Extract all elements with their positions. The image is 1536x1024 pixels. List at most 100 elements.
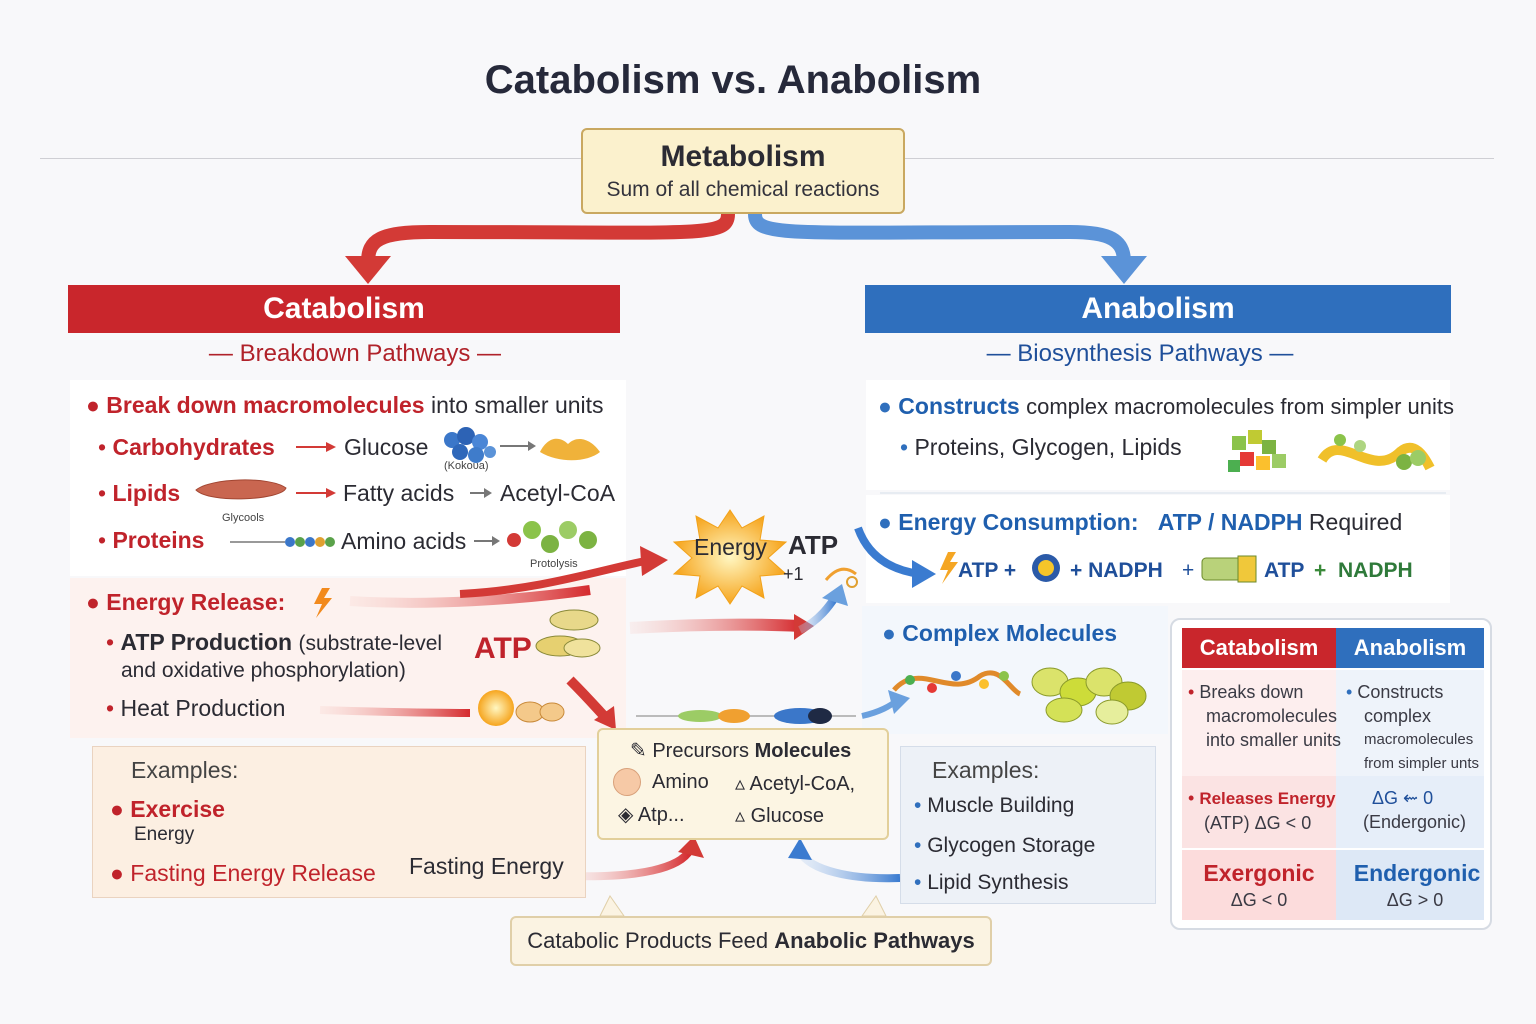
example-glycogen-text: Glycogen Storage bbox=[927, 834, 1096, 857]
glycogen-chain-icon bbox=[1317, 434, 1435, 471]
atp-production-row: • ATP Production (substrate-level bbox=[106, 629, 443, 655]
center-atp-word: ATP bbox=[788, 530, 839, 560]
proteins-label: Proteins bbox=[112, 527, 205, 553]
metabolism-subtitle: Sum of all chemical reactions bbox=[606, 178, 880, 201]
comparison-exergonic-sub: ΔG < 0 bbox=[1230, 890, 1288, 910]
exercise-label: Exercise bbox=[130, 796, 225, 822]
comparison-anabolism-header: Anabolism bbox=[1336, 628, 1484, 668]
protein-note: Protolysis bbox=[530, 558, 578, 570]
cmp-cat-desc-1: Breaks down bbox=[1199, 682, 1304, 702]
lipids-row: • Lipids bbox=[98, 480, 181, 506]
exercise-sub: Energy bbox=[134, 824, 195, 845]
lipid-tissue-icon bbox=[195, 479, 287, 500]
catabolism-lead-bold: Break down macromolecules bbox=[106, 392, 425, 418]
precursors-heading: ✎ Precursors Molecules bbox=[630, 740, 852, 762]
protein-complex-icon bbox=[1228, 430, 1286, 472]
cmp-cat-desc-2: macromolecules bbox=[1206, 706, 1338, 726]
precursor-acetyl-text: Acetyl-CoA, bbox=[749, 773, 856, 795]
atp-production-label: ATP Production bbox=[120, 629, 293, 655]
nadph-coin-icon bbox=[1032, 554, 1060, 582]
anabolism-header: Anabolism bbox=[865, 285, 1451, 333]
metabolism-heading: Metabolism bbox=[660, 140, 826, 173]
cmp-cat-energy-sub: (ATP) ΔG < 0 bbox=[1204, 813, 1312, 833]
energy-word: Energy bbox=[694, 534, 767, 560]
energy-consumption-rest: Required bbox=[1308, 509, 1403, 535]
energy-release-row: ● Energy Release: bbox=[86, 589, 286, 615]
example-glycogen: • Glycogen Storage bbox=[914, 834, 1096, 857]
arrow-to-anabolism bbox=[748, 213, 1131, 263]
anabolism-subheader-text: Biosynthesis Pathways bbox=[1017, 340, 1263, 367]
catabolism-card bbox=[70, 380, 626, 576]
catabolism-lead: ● Break down macromolecules into smaller… bbox=[86, 392, 604, 418]
energy-consumption-atp: ATP / NADPH bbox=[1157, 509, 1303, 535]
metabolism-box: Metabolism Sum of all chemical reactions bbox=[581, 128, 905, 214]
anabolism-lead-bold: Constructs bbox=[898, 393, 1020, 419]
heat-production-row: • Heat Production bbox=[106, 695, 286, 721]
plus-one: +1 bbox=[783, 564, 804, 584]
anabolism-lead-rest: complex macromolecules from simpler unit… bbox=[1026, 394, 1454, 419]
proteins-row: • Proteins bbox=[98, 527, 205, 553]
example-muscle: • Muscle Building bbox=[914, 794, 1075, 817]
comparison-anabolism-energy-sub: (Endergonic) bbox=[1363, 812, 1467, 832]
cmp-ana-desc-2: complex bbox=[1364, 706, 1432, 726]
atp-molecules-icon bbox=[535, 609, 601, 658]
comparison-anabolism-desc: • Constructs complex macromolecules from… bbox=[1346, 680, 1479, 776]
catabolism-header: Catabolism bbox=[68, 285, 620, 333]
fasting-row: ● Fasting Energy Release bbox=[110, 860, 376, 886]
precursors-bold: Molecules bbox=[754, 740, 852, 762]
feed-callout: Catabolic Products Feed Anabolic Pathway… bbox=[510, 916, 992, 966]
arrow-head-catabolism bbox=[345, 256, 391, 284]
complex-molecules-row: ● Complex Molecules bbox=[882, 620, 1118, 646]
energy-consumption-row: ● Energy Consumption: ATP / NADPH Requir… bbox=[878, 509, 1403, 535]
lipid-note: Glycools bbox=[222, 512, 265, 524]
example-lipid-text: Lipid Synthesis bbox=[927, 871, 1069, 894]
arrow-head-anabolism bbox=[1101, 256, 1147, 284]
cmp-ana-desc-3: macromolecules bbox=[1364, 731, 1474, 748]
carbohydrates-row: • Carbohydrates bbox=[98, 434, 275, 460]
catabolism-examples-box bbox=[92, 746, 586, 898]
lightning-icon bbox=[314, 588, 332, 618]
cmp-cat-energy: Releases Energy bbox=[1199, 789, 1336, 808]
equation-plus-2: + bbox=[1314, 559, 1327, 582]
anabolism-subheader: — Biosynthesis Pathways — bbox=[986, 340, 1294, 367]
amino-circle-icon bbox=[613, 768, 641, 796]
battery-icon bbox=[1201, 555, 1257, 583]
comparison-endergonic-sub: ΔG > 0 bbox=[1386, 890, 1444, 910]
amino-acids-icon bbox=[507, 521, 597, 553]
cmp-ana-desc-1: Constructs bbox=[1357, 682, 1444, 702]
example-muscle-text: Muscle Building bbox=[927, 794, 1075, 817]
equation-plus: + bbox=[1182, 559, 1195, 582]
complex-molecule-chain-icon bbox=[892, 670, 1022, 697]
precursor-atp: ◈ Atp... bbox=[618, 804, 685, 826]
lipids-label: Lipids bbox=[112, 480, 181, 506]
energy-release-label: Energy Release: bbox=[106, 589, 286, 615]
anabolism-lead: ● Constructs complex macromolecules from… bbox=[878, 393, 1454, 419]
comparison-exergonic: Exergonic bbox=[1203, 860, 1315, 886]
feed-light: Catabolic Products Feed bbox=[527, 928, 769, 953]
catabolism-examples-heading: Examples: bbox=[131, 757, 239, 783]
comparison-endergonic: Endergonic bbox=[1353, 860, 1481, 886]
anabolism-products: • Proteins, Glycogen, Lipids bbox=[900, 434, 1182, 460]
peptide-chain-icon bbox=[285, 537, 335, 547]
amino-acids-label: Amino acids bbox=[341, 528, 467, 554]
feed-bold: Anabolic Pathways bbox=[774, 928, 975, 953]
precursors-light: Precursors bbox=[652, 740, 750, 762]
atp-label: ATP bbox=[474, 632, 532, 665]
energy-burst-icon bbox=[672, 509, 788, 605]
carbohydrate-note: (Kokoᴜa) bbox=[444, 460, 489, 472]
catabolism-subheader-text: Breakdown Pathways bbox=[239, 340, 471, 367]
carbohydrates-label: Carbohydrates bbox=[112, 434, 275, 460]
equation-nadph-1: + NADPH bbox=[1070, 559, 1163, 582]
precursor-amino: Amino bbox=[652, 771, 709, 793]
equation-nadph-2: NADPH bbox=[1338, 559, 1413, 582]
diagram-title: Catabolism vs. Anabolism bbox=[484, 58, 982, 102]
catabolism-subheader: — Breakdown Pathways — bbox=[208, 340, 502, 367]
anabolism-products-text: Proteins, Glycogen, Lipids bbox=[914, 434, 1182, 460]
precursor-glucose: ▵ Glucose bbox=[735, 805, 824, 827]
lipid-droplets-icon bbox=[1031, 667, 1147, 725]
precursor-glucose-text: Glucose bbox=[750, 805, 824, 827]
comparison-catabolism-energy: • Releases Energy (ATP) ΔG < 0 bbox=[1188, 788, 1336, 833]
comparison-anabolism-energy: ΔG ⇜ 0 bbox=[1372, 788, 1434, 808]
precursor-acetyl: ▵ Acetyl-CoA, bbox=[735, 773, 856, 795]
